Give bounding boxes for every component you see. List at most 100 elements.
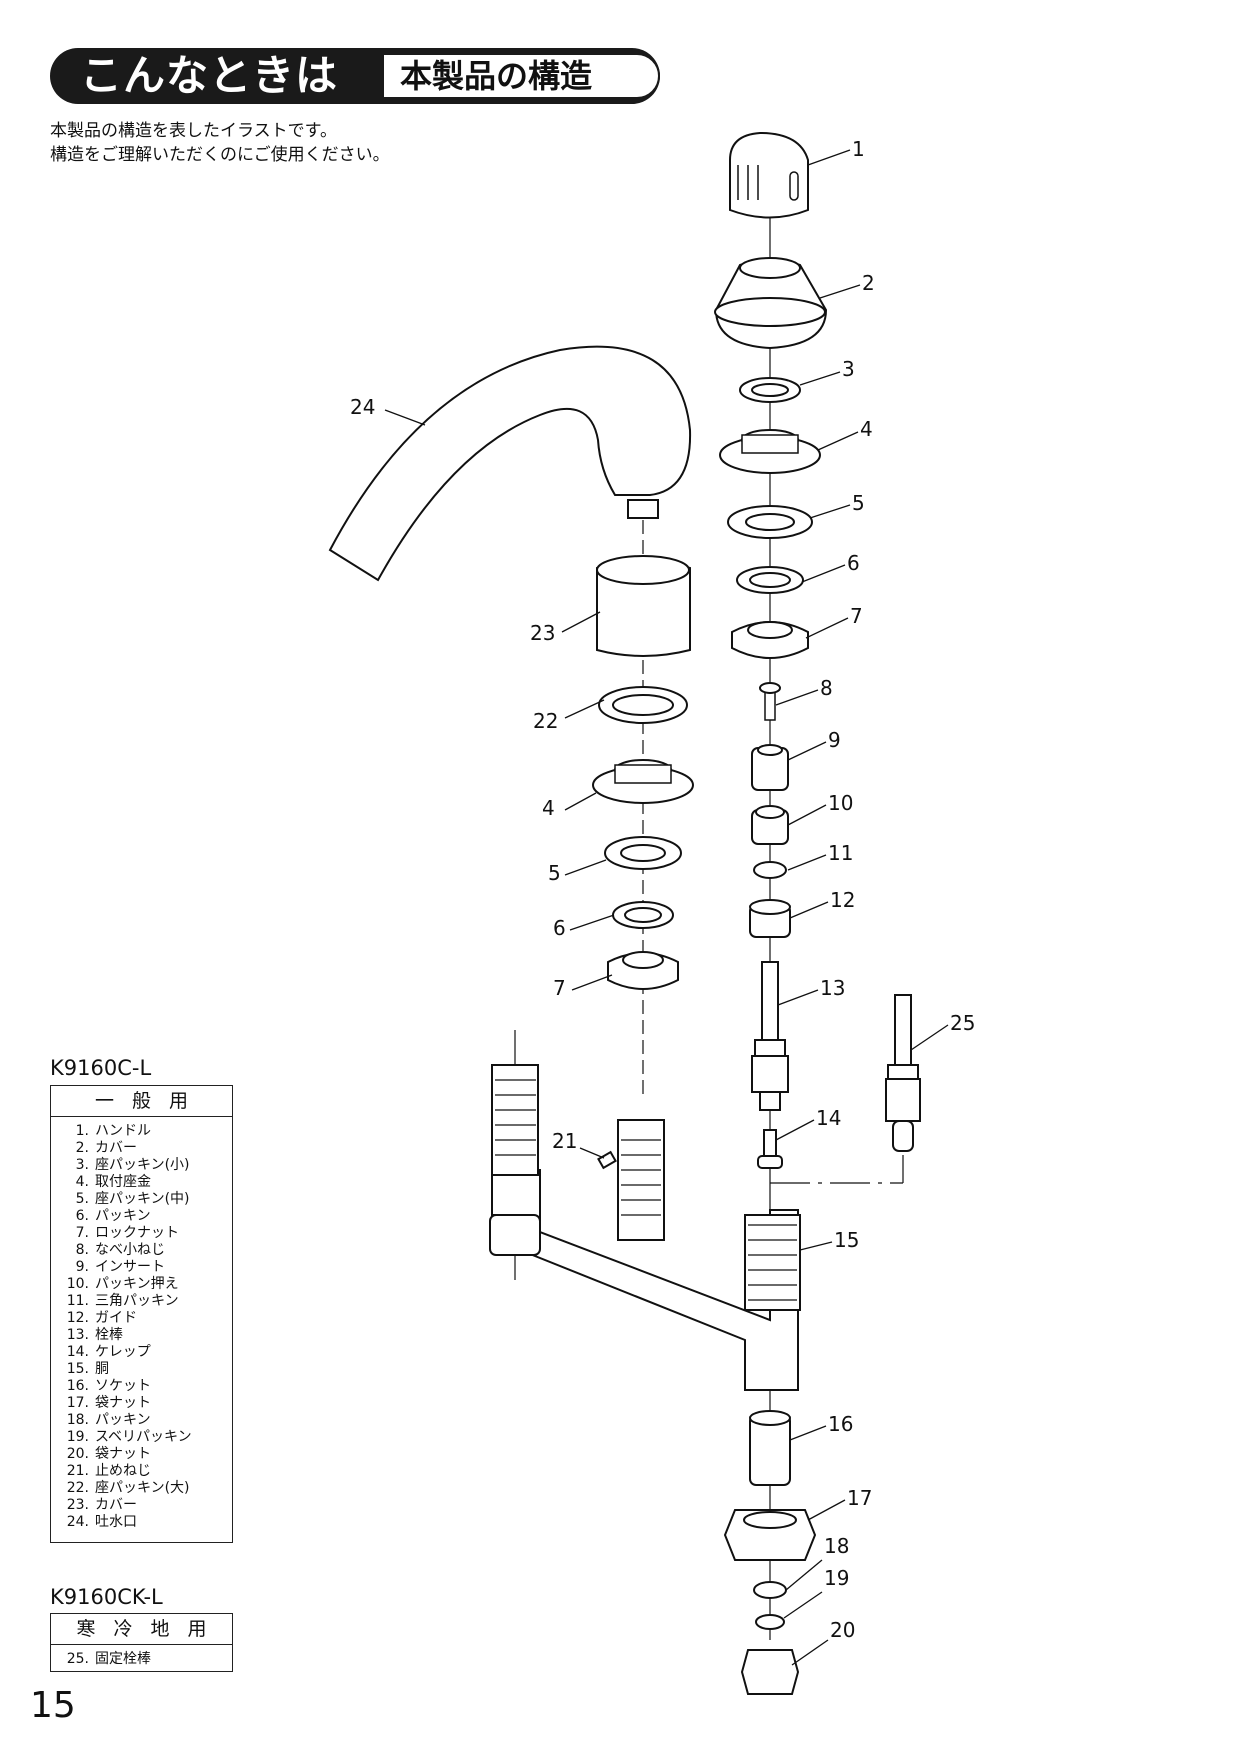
part-name: なべ小ねじ [95,1242,165,1258]
callout-8: 8 [820,676,833,700]
parts-list: 25.固定栓棒 [51,1645,232,1668]
page-number: 15 [30,1685,76,1726]
part-name: 胴 [95,1361,109,1377]
page-title: こんなときは [80,51,339,100]
callout-5-left: 5 [548,861,561,885]
part-name: ロックナット [95,1225,179,1241]
callout-6: 6 [847,551,860,575]
part-name: 三角パッキン [95,1293,179,1309]
left-thread [491,1064,539,1176]
callout-4: 4 [860,417,873,441]
part-name: 吐水口 [95,1514,137,1530]
part-number: 24. [66,1514,89,1530]
callout-1: 1 [852,137,865,161]
callout-18: 18 [824,1534,849,1558]
callout-6-left: 6 [553,916,566,940]
subtitle-box [382,53,660,99]
list-item: 13. 栓棒 [51,1327,232,1344]
callout-5: 5 [852,491,865,515]
callout-23: 23 [530,621,555,645]
part-name: スベリパッキン [95,1429,192,1445]
part-number: 22. [66,1480,89,1496]
callout-13: 13 [820,976,845,1000]
part-number: 7. [75,1225,89,1241]
part-number: 3. [75,1157,89,1173]
part-name: ソケット [95,1378,151,1394]
parts-table-cold: 寒冷地用 25.固定栓棒 [50,1613,233,1672]
list-item: 18. パッキン [51,1412,232,1429]
callout-7-left: 7 [553,976,566,1000]
callout-17: 17 [847,1486,872,1510]
callout-11: 11 [828,841,853,865]
part-name: 座パッキン(大) [95,1480,190,1496]
list-item: 9. インサート [51,1259,232,1276]
callout-25: 25 [950,1011,975,1035]
part-number: 11. [66,1293,89,1309]
part-name: パッキン [95,1208,151,1224]
part-number: 16. [66,1378,89,1394]
part-number: 12. [66,1310,89,1326]
list-item: 12. ガイド [51,1310,232,1327]
table-heading: 寒冷地用 [51,1614,232,1645]
part-number: 6. [75,1208,89,1224]
list-item: 22. 座パッキン(大) [51,1480,232,1497]
callout-24: 24 [350,395,375,419]
part-name: ケレップ [95,1344,151,1360]
list-item: 19. スベリパッキン [51,1429,232,1446]
part-name: パッキン [95,1412,151,1428]
part-number: 13. [66,1327,89,1343]
list-item: 8. なべ小ねじ [51,1242,232,1259]
list-item: 6. パッキン [51,1208,232,1225]
part-number: 1. [75,1123,89,1139]
list-item: 24. 吐水口 [51,1514,232,1531]
part-name: 取付座金 [95,1174,151,1190]
callout-3: 3 [842,357,855,381]
part-number: 10. [66,1276,89,1292]
part-number: 17. [66,1395,89,1411]
callout-7: 7 [850,604,863,628]
callout-10: 10 [828,791,853,815]
callout-19: 19 [824,1566,849,1590]
callout-22: 22 [533,709,558,733]
list-item: 3. 座パッキン(小) [51,1157,232,1174]
intro-line-2: 構造をご理解いただくのにご使用ください。 [50,145,390,165]
list-item: 16. ソケット [51,1378,232,1395]
page-subtitle: 本製品の構造 [400,57,593,95]
part-name: 座パッキン(小) [95,1157,190,1173]
callout-14: 14 [816,1106,841,1130]
part-number: 5. [75,1191,89,1207]
callout-2: 2 [862,271,875,295]
part-number: 9. [75,1259,89,1275]
part-name: 栓棒 [95,1327,123,1343]
list-item: 14. ケレップ [51,1344,232,1361]
callout-12: 12 [830,888,855,912]
list-item: 15.胴 [51,1361,232,1378]
callout-16: 16 [828,1412,853,1436]
part-number: 14. [66,1344,89,1360]
list-item: 25.固定栓棒 [51,1651,232,1668]
table-heading: 一般用 [51,1086,232,1117]
list-item: 1. ハンドル [51,1123,232,1140]
handle-part [729,131,809,219]
part-number: 19. [66,1429,89,1445]
part-number: 2. [75,1140,89,1156]
part-name: ガイド [95,1310,137,1326]
part-name: インサート [95,1259,165,1275]
part-name: 袋ナット [95,1446,151,1462]
part-number: 18. [66,1412,89,1428]
part-name: 座パッキン(中) [95,1191,190,1207]
part-name: パッキン押え [95,1276,179,1292]
part-name: カバー [95,1497,137,1513]
list-item: 2. カバー [51,1140,232,1157]
part-name: カバー [95,1140,137,1156]
list-item: 7. ロックナット [51,1225,232,1242]
part-number: 8. [75,1242,89,1258]
list-item: 21.止めねじ [51,1463,232,1480]
list-item: 4.取付座金 [51,1174,232,1191]
part-number: 23. [66,1497,89,1513]
part-name: ハンドル [95,1123,151,1139]
list-item: 10. パッキン押え [51,1276,232,1293]
